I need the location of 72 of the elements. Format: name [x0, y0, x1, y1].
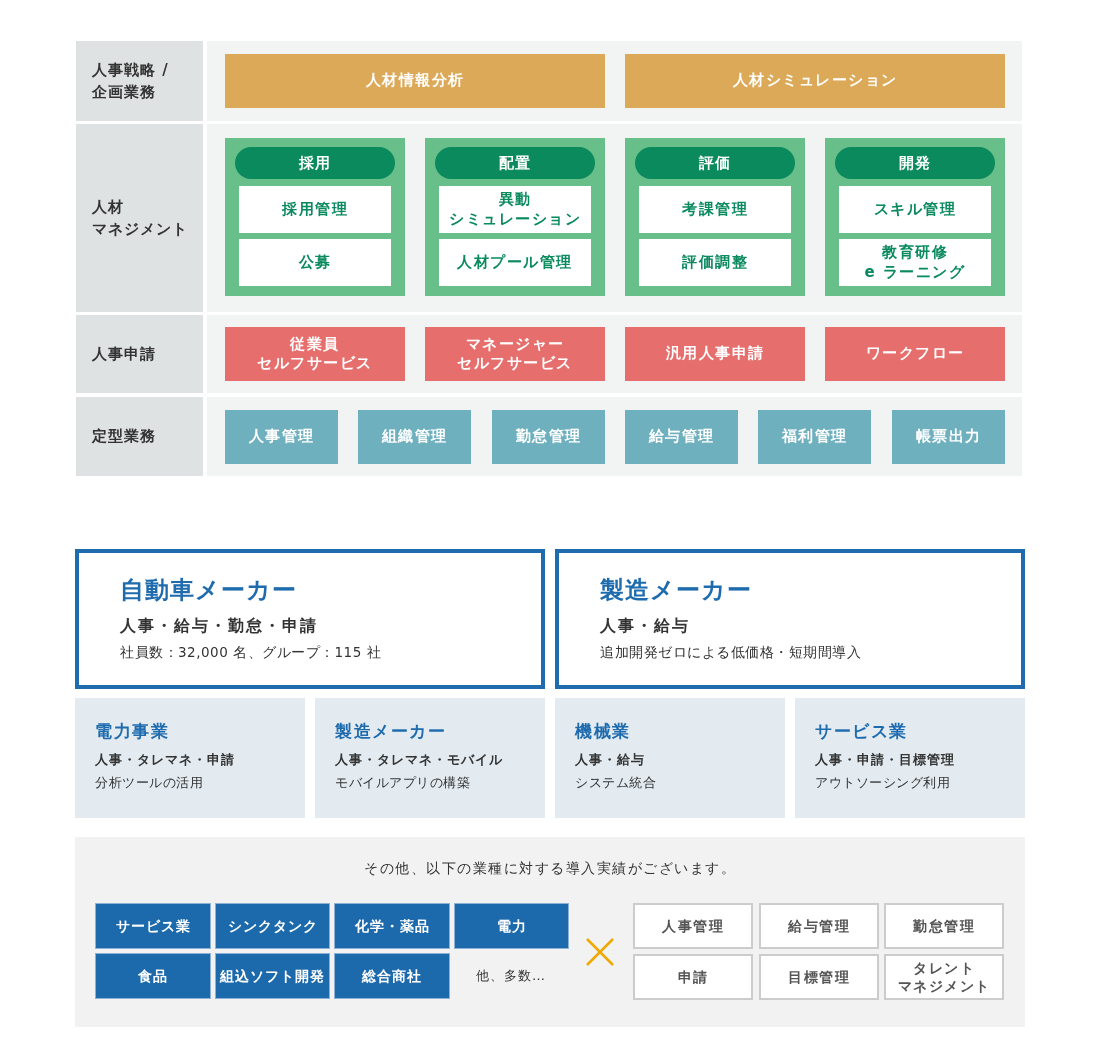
category-panel: [825, 138, 1005, 296]
case-card: [75, 549, 545, 689]
card-note: 分析ツールの活用: [95, 774, 203, 792]
industry-tile: 電力: [454, 903, 569, 949]
function-box: 人材シミュレーション: [625, 54, 1005, 108]
module-tile: タレントマネジメント: [884, 954, 1004, 1000]
case-card: [555, 549, 1025, 689]
table-row: [76, 315, 1022, 393]
category-pill: 開発: [835, 147, 995, 179]
card-title: 機械業: [575, 720, 631, 743]
industry-tile: 組込ソフト開発: [215, 953, 330, 999]
card-title: 製造メーカー: [335, 720, 446, 743]
module-tile: 人事管理: [633, 903, 753, 949]
function-box: 評価調整: [639, 239, 791, 286]
card-note: システム統合: [575, 774, 656, 792]
function-box: スキル管理: [839, 186, 991, 233]
case-card: [555, 698, 785, 818]
function-box: 組織管理: [358, 410, 471, 464]
function-box: ワークフロー: [825, 327, 1005, 381]
category-panel: [625, 138, 805, 296]
function-box: マネージャーセルフサービス: [425, 327, 605, 381]
category-panel: [225, 138, 405, 296]
card-subtitle: 人事・給与: [600, 615, 690, 637]
module-tile: 申請: [633, 954, 753, 1000]
card-note: 社員数：32,000 名、グループ：115 社: [120, 643, 382, 662]
category-pill: 採用: [235, 147, 395, 179]
case-card: [75, 698, 305, 818]
module-tile: 勤怠管理: [884, 903, 1004, 949]
industry-tile: 化学・薬品: [334, 903, 450, 949]
card-title: 自動車メーカー: [120, 575, 297, 606]
more-note: 他、多数…: [476, 967, 546, 985]
table-row: [76, 41, 1022, 121]
function-box: 採用管理: [239, 186, 391, 233]
industry-tile: 総合商社: [334, 953, 450, 999]
panel-note: その他、以下の業種に対する導入実績がございます。: [364, 859, 736, 878]
card-subtitle: 人事・タレマネ・モバイル: [335, 751, 503, 769]
card-subtitle: 人事・給与・勤怠・申請: [120, 615, 318, 637]
case-card: [315, 698, 545, 818]
function-box: 異動シミュレーション: [439, 186, 591, 233]
module-tile: 給与管理: [759, 903, 879, 949]
function-box: 考課管理: [639, 186, 791, 233]
function-box: 教育研修e ラーニング: [839, 239, 991, 286]
table-row: [76, 124, 1022, 312]
card-subtitle: 人事・タレマネ・申請: [95, 751, 235, 769]
function-box: 給与管理: [625, 410, 738, 464]
industry-tile: 食品: [95, 953, 211, 999]
info-panel: [75, 837, 1025, 1027]
function-box: 人材情報分析: [225, 54, 605, 108]
card-note: モバイルアプリの構築: [335, 774, 470, 792]
case-card: [795, 698, 1025, 818]
function-box: 人材プール管理: [439, 239, 591, 286]
function-box: 勤怠管理: [492, 410, 605, 464]
category-pill: 配置: [435, 147, 595, 179]
industry-tile: シンクタンク: [215, 903, 330, 949]
function-box: 従業員セルフサービス: [225, 327, 405, 381]
function-box: 公募: [239, 239, 391, 286]
category-pill: 評価: [635, 147, 795, 179]
category-panel: [425, 138, 605, 296]
function-box: 帳票出力: [892, 410, 1005, 464]
card-title: 製造メーカー: [600, 575, 752, 606]
card-note: アウトソーシング利用: [815, 774, 950, 792]
card-note: 追加開発ゼロによる低価格・短期間導入: [600, 643, 861, 662]
card-subtitle: 人事・申請・目標管理: [815, 751, 955, 769]
table-row: [76, 397, 1022, 476]
industry-tile: サービス業: [95, 903, 211, 949]
card-title: サービス業: [815, 720, 908, 743]
card-title: 電力事業: [95, 720, 169, 743]
function-box: 福利管理: [758, 410, 871, 464]
function-box: 人事管理: [225, 410, 338, 464]
module-tile: 目標管理: [759, 954, 879, 1000]
function-box: 汎用人事申請: [625, 327, 805, 381]
card-subtitle: 人事・給与: [575, 751, 645, 769]
